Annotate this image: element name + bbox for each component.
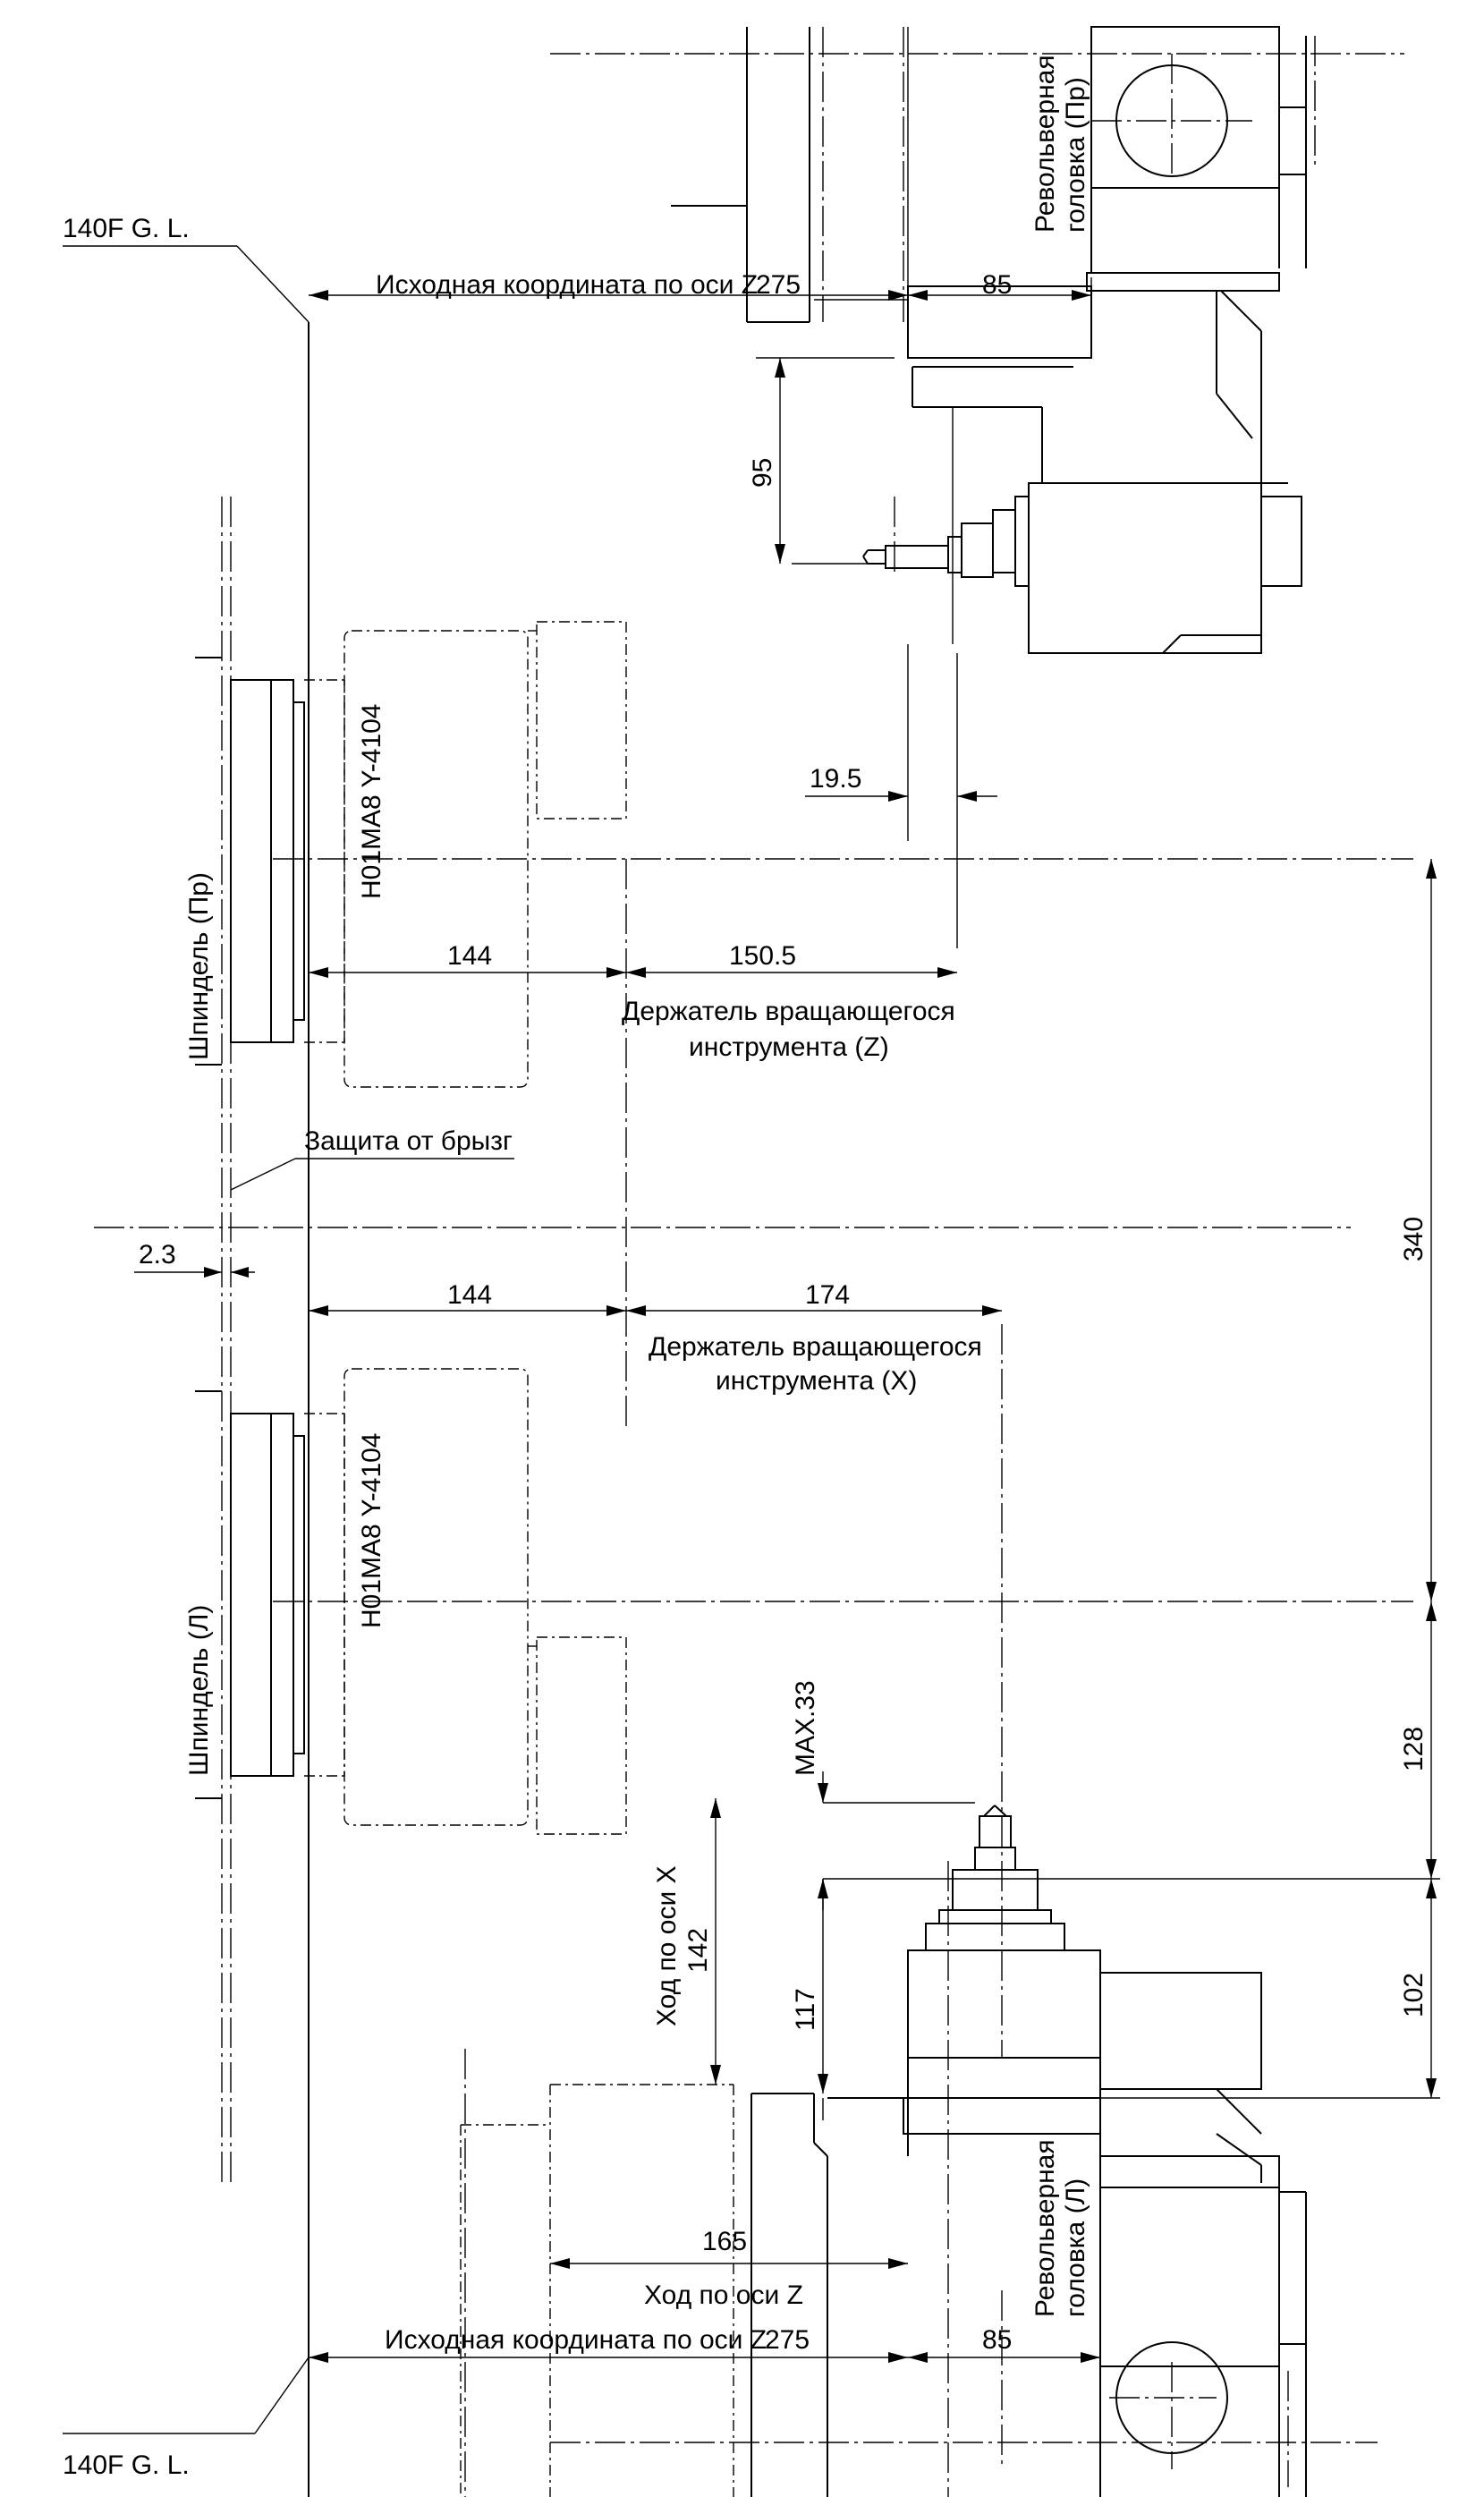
spindle-right — [195, 621, 627, 1088]
turret-left-outline — [460, 1805, 1307, 2497]
spindle-right-label: Шпиндель (Пр) — [184, 872, 214, 1060]
x-stroke-label: Ход по оси X — [652, 1865, 682, 2026]
holder-x-label-1: Держатель вращающегося — [649, 1332, 982, 1362]
dim-275-bottom: 275 — [765, 2325, 810, 2355]
turret-right-label-2: головка (Пр) — [1061, 77, 1090, 233]
z-stroke-label: Ход по оси Z — [644, 2280, 803, 2310]
gl-label-bottom: 140F G. L. — [63, 2450, 190, 2480]
dim-340: 340 — [1399, 1217, 1429, 1261]
dim-102: 102 — [1399, 1973, 1429, 2017]
chuck-label-bottom: H01MA8 Y-4104 — [357, 1433, 386, 1629]
dim-144-top: 144 — [447, 941, 492, 971]
dim-150-5: 150.5 — [729, 941, 796, 971]
labels: 140F G. L. 140F G. L. Исходная координат… — [63, 55, 1429, 2480]
dim-2-3: 2.3 — [139, 1240, 176, 1270]
splash-guard-label: Защита от брызг — [304, 1126, 513, 1156]
dim-19-5: 19.5 — [810, 764, 861, 794]
z-origin-label-top: Исходная координата по оси Z — [376, 270, 758, 300]
holder-z-label-1: Держатель вращающегося — [622, 997, 955, 1026]
dim-275-top: 275 — [756, 270, 801, 300]
spindle-left-label: Шпиндель (Л) — [184, 1605, 214, 1776]
turret-right-label-1: Револьверная — [1030, 55, 1060, 233]
dim-max33: MAX.33 — [791, 1680, 820, 1776]
guide-lines — [63, 245, 310, 2497]
dim-165: 165 — [702, 2227, 747, 2256]
dim-85-top: 85 — [982, 270, 1012, 300]
chuck-label-top: H01MA8 Y-4104 — [357, 704, 386, 900]
holder-x-label-2: инструмента (X) — [716, 1366, 917, 1396]
dim-95: 95 — [748, 458, 777, 488]
center-lines — [94, 27, 1413, 2497]
dim-128: 128 — [1399, 1727, 1429, 1771]
dim-85-bottom: 85 — [982, 2325, 1012, 2355]
dim-117: 117 — [791, 1988, 820, 2031]
turret-left-label-1: Револьверная — [1030, 2139, 1060, 2317]
z-origin-label-bottom: Исходная координата по оси Z — [385, 2325, 767, 2355]
dim-174: 174 — [805, 1280, 850, 1310]
dim-144-bottom: 144 — [447, 1280, 492, 1310]
turret-right-outline — [671, 26, 1307, 948]
gl-label-top: 140F G. L. — [63, 214, 190, 243]
spindle-left — [195, 1368, 627, 1835]
dim-142: 142 — [683, 1928, 713, 1973]
holder-z-label-2: инструмента (Z) — [689, 1032, 889, 1062]
turret-left-label-2: головка (Л) — [1061, 2179, 1090, 2317]
dimension-lines — [134, 277, 1440, 2363]
